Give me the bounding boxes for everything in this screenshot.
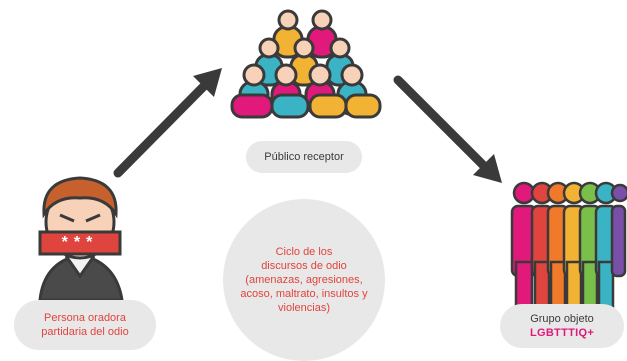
- audience-label-text: Público receptor: [264, 151, 344, 163]
- mask-asterisks: ***: [61, 234, 99, 251]
- target-label: Grupo objeto LGBTTTIQ+: [500, 304, 624, 348]
- arrow-down-right-icon: [393, 75, 502, 183]
- rainbow-group-icon: [510, 181, 627, 324]
- speaker-label: Persona oradora partidaria del odio: [14, 300, 156, 350]
- cycle-line-5: violencias): [278, 302, 330, 314]
- speaker-label-line-2: partidaria del odio: [41, 326, 129, 338]
- angry-masked-person-icon: [38, 176, 124, 302]
- cycle-line-2: discursos de odio: [261, 260, 347, 272]
- target-label-line-1: Grupo objeto: [530, 313, 594, 325]
- cycle-line-4: acoso, maltrato, insultos y: [240, 288, 368, 300]
- crowd-icon: [230, 9, 382, 119]
- cycle-line-3: (amenazas, agresiones,: [245, 274, 363, 286]
- target-label-line-2: LGBTTTIQ+: [529, 327, 595, 339]
- speaker-label-line-1: Persona oradora: [44, 312, 126, 324]
- cycle-line-1: Ciclo de los: [275, 246, 333, 258]
- arrow-up-right-icon: [113, 68, 222, 178]
- cycle-description: Ciclo de los discursos de odio (amenazas…: [223, 199, 385, 361]
- audience-label: Público receptor: [246, 141, 362, 173]
